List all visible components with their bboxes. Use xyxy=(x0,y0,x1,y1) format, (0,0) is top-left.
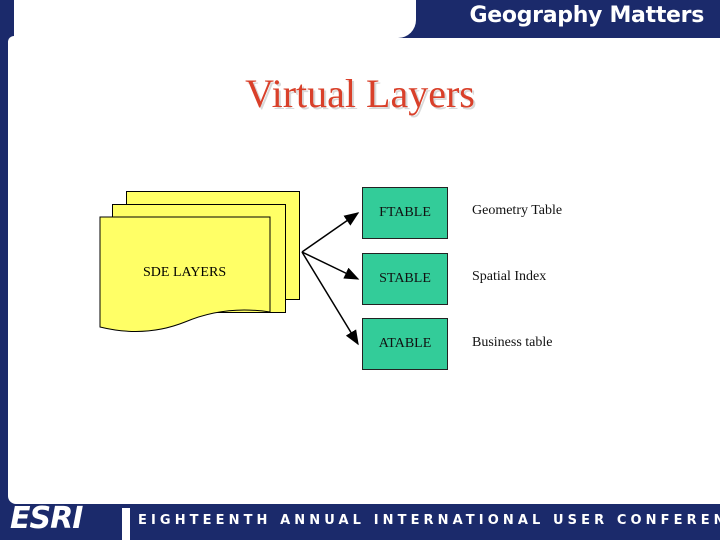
arrow-to-stable xyxy=(301,251,360,280)
atable-box: ATABLE xyxy=(362,318,448,370)
header-title: Geography Matters xyxy=(469,3,705,28)
footer-divider xyxy=(122,508,130,540)
layer-document-front xyxy=(99,216,271,332)
header-cutout xyxy=(8,0,416,38)
footer-bar: ESRI EIGHTEENTH ANNUAL INTERNATIONAL USE… xyxy=(0,496,720,540)
atable-description: Business table xyxy=(472,335,553,350)
left-frame-band xyxy=(0,0,14,540)
arrow-to-ftable xyxy=(301,212,360,253)
slide-title: Virtual Layers xyxy=(245,71,475,116)
footer-cutout xyxy=(8,496,720,504)
arrow-to-atable xyxy=(301,251,359,346)
esri-logo: ESRI xyxy=(10,501,83,536)
stable-box: STABLE xyxy=(362,253,448,305)
header-bar: Geography Matters xyxy=(0,0,720,38)
ftable-description: Geometry Table xyxy=(472,203,563,218)
ftable-box: FTABLE xyxy=(362,187,448,239)
left-frame-inner xyxy=(8,36,14,496)
conference-banner-text: EIGHTEENTH ANNUAL INTERNATIONAL USER CON… xyxy=(138,513,720,528)
stable-description: Spatial Index xyxy=(472,269,547,284)
sde-layers-label: SDE LAYERS xyxy=(143,265,227,280)
